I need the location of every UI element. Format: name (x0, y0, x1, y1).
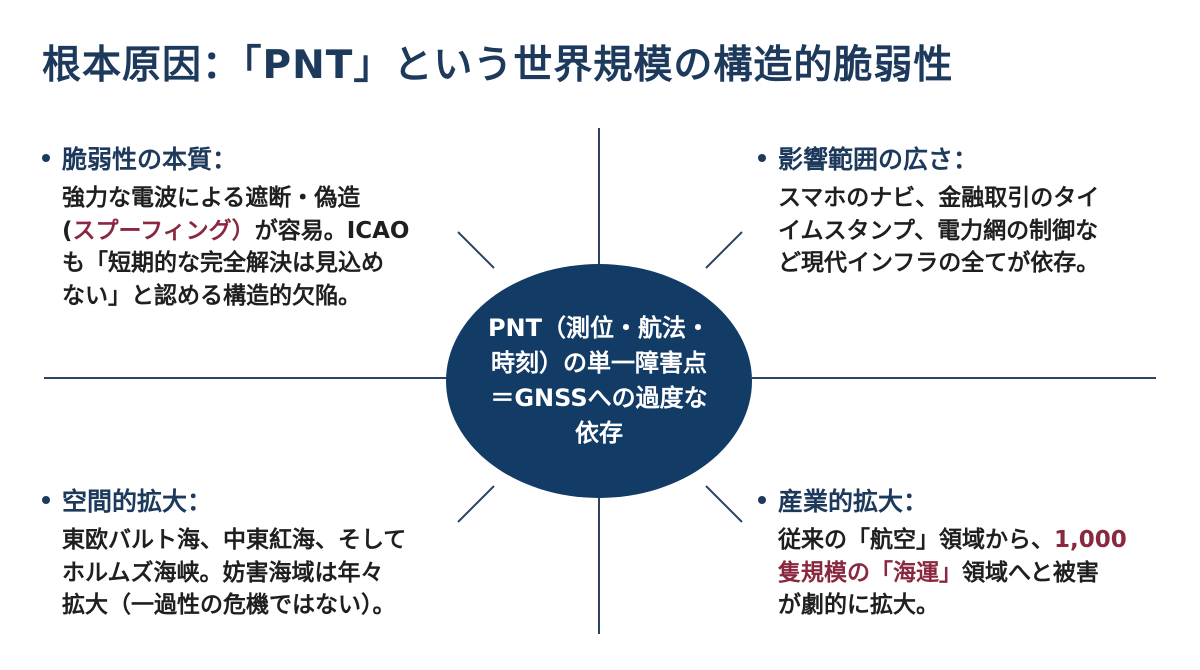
quadrant-bottom-right: 産業的拡大： 従来の「航空」領域から、1,000 隻規模の「海運」領域へと被害 … (758, 482, 1127, 622)
heading-text: 空間的拡大： (62, 487, 213, 516)
quadrant-heading: 影響範囲の広さ： (758, 140, 1099, 176)
body-line-1: 従来の「航空」領域から、1,000 (778, 524, 1127, 557)
body-line-2: (スプーフィング）が容易。ICAO (62, 215, 409, 248)
quadrant-heading: 産業的拡大： (758, 482, 1127, 518)
quadrant-heading: 空間的拡大： (42, 482, 406, 518)
body-line-1-pre: 従来の「航空」領域から、 (778, 527, 1054, 553)
body-line-1: 強力な電波による遮断・偽造 (62, 185, 361, 211)
highlight-shipping: 隻規模の「海運」 (778, 559, 962, 586)
body-line-3: が劇的に拡大。 (778, 592, 939, 619)
center-line-1: PNT（測位・航法・ (487, 314, 711, 343)
heading-text: 影響範囲の広さ： (778, 145, 979, 174)
body-line-2: 隻規模の「海運」領域へと被害 (778, 557, 1127, 590)
body-line-2: イムスタンプ、電力網の制御な (778, 217, 1099, 244)
center-circle: PNT（測位・航法・ 時刻）の単一障害点 ＝GNSSへの過度な 依存 (446, 264, 752, 498)
quadrant-body: 従来の「航空」領域から、1,000 隻規模の「海運」領域へと被害 が劇的に拡大。 (778, 524, 1127, 622)
open-paren: ( (62, 217, 73, 244)
page-title: 根本原因：「PNT」という世界規模の構造的脆弱性 (42, 43, 954, 88)
connector-bottom-left (457, 485, 495, 523)
bullet-icon (758, 496, 766, 504)
center-line-4: 依存 (575, 418, 623, 447)
body-line-3: も「短期的な完全解決は見込め (62, 250, 384, 277)
center-line-3: ＝GNSSへの過度な (490, 384, 708, 412)
highlight-spoofing: スプーフィング） (72, 217, 255, 244)
bullet-icon (758, 154, 766, 162)
bullet-icon (42, 496, 50, 504)
body-line-2-rest: 領域へと被害 (962, 559, 1099, 586)
body-line-3: ど現代インフラの全てが依存。 (778, 250, 1100, 277)
quadrant-heading: 脆弱性の本質： (42, 140, 409, 176)
quadrant-body: 強力な電波による遮断・偽造 (スプーフィング）が容易。ICAO も「短期的な完全… (62, 182, 409, 313)
quadrant-bottom-left: 空間的拡大： 東欧バルト海、中東紅海、そして ホルムズ海峡。妨害海域は年々 拡大… (42, 482, 406, 622)
body-line-1: 東欧バルト海、中東紅海、そして (62, 527, 407, 553)
connector-top-left (457, 231, 495, 269)
heading-text: 脆弱性の本質： (62, 145, 238, 174)
quadrant-body: 東欧バルト海、中東紅海、そして ホルムズ海峡。妨害海域は年々 拡大（一過性の危機… (62, 524, 406, 622)
center-line-2: 時刻）の単一障害点 (491, 349, 707, 378)
body-line-3: 拡大（一過性の危機ではない）。 (62, 592, 396, 619)
body-line-4: ない」と認める構造的欠陥。 (62, 282, 361, 309)
body-line-2: ホルムズ海峡。妨害海域は年々 (62, 559, 384, 586)
heading-text: 産業的拡大： (778, 487, 929, 516)
quadrant-body: スマホのナビ、金融取引のタイ イムスタンプ、電力網の制御な ど現代インフラの全て… (778, 182, 1099, 280)
body-line-1: スマホのナビ、金融取引のタイ (778, 185, 1100, 211)
highlight-1000: 1,000 (1054, 527, 1127, 553)
connector-bottom-right (705, 485, 743, 523)
quadrant-top-left: 脆弱性の本質： 強力な電波による遮断・偽造 (スプーフィング）が容易。ICAO … (42, 140, 409, 313)
connector-top-right (705, 231, 743, 269)
bullet-icon (42, 154, 50, 162)
quadrant-top-right: 影響範囲の広さ： スマホのナビ、金融取引のタイ イムスタンプ、電力網の制御な ど… (758, 140, 1099, 280)
body-line-2-rest: が容易。ICAO (254, 217, 410, 244)
